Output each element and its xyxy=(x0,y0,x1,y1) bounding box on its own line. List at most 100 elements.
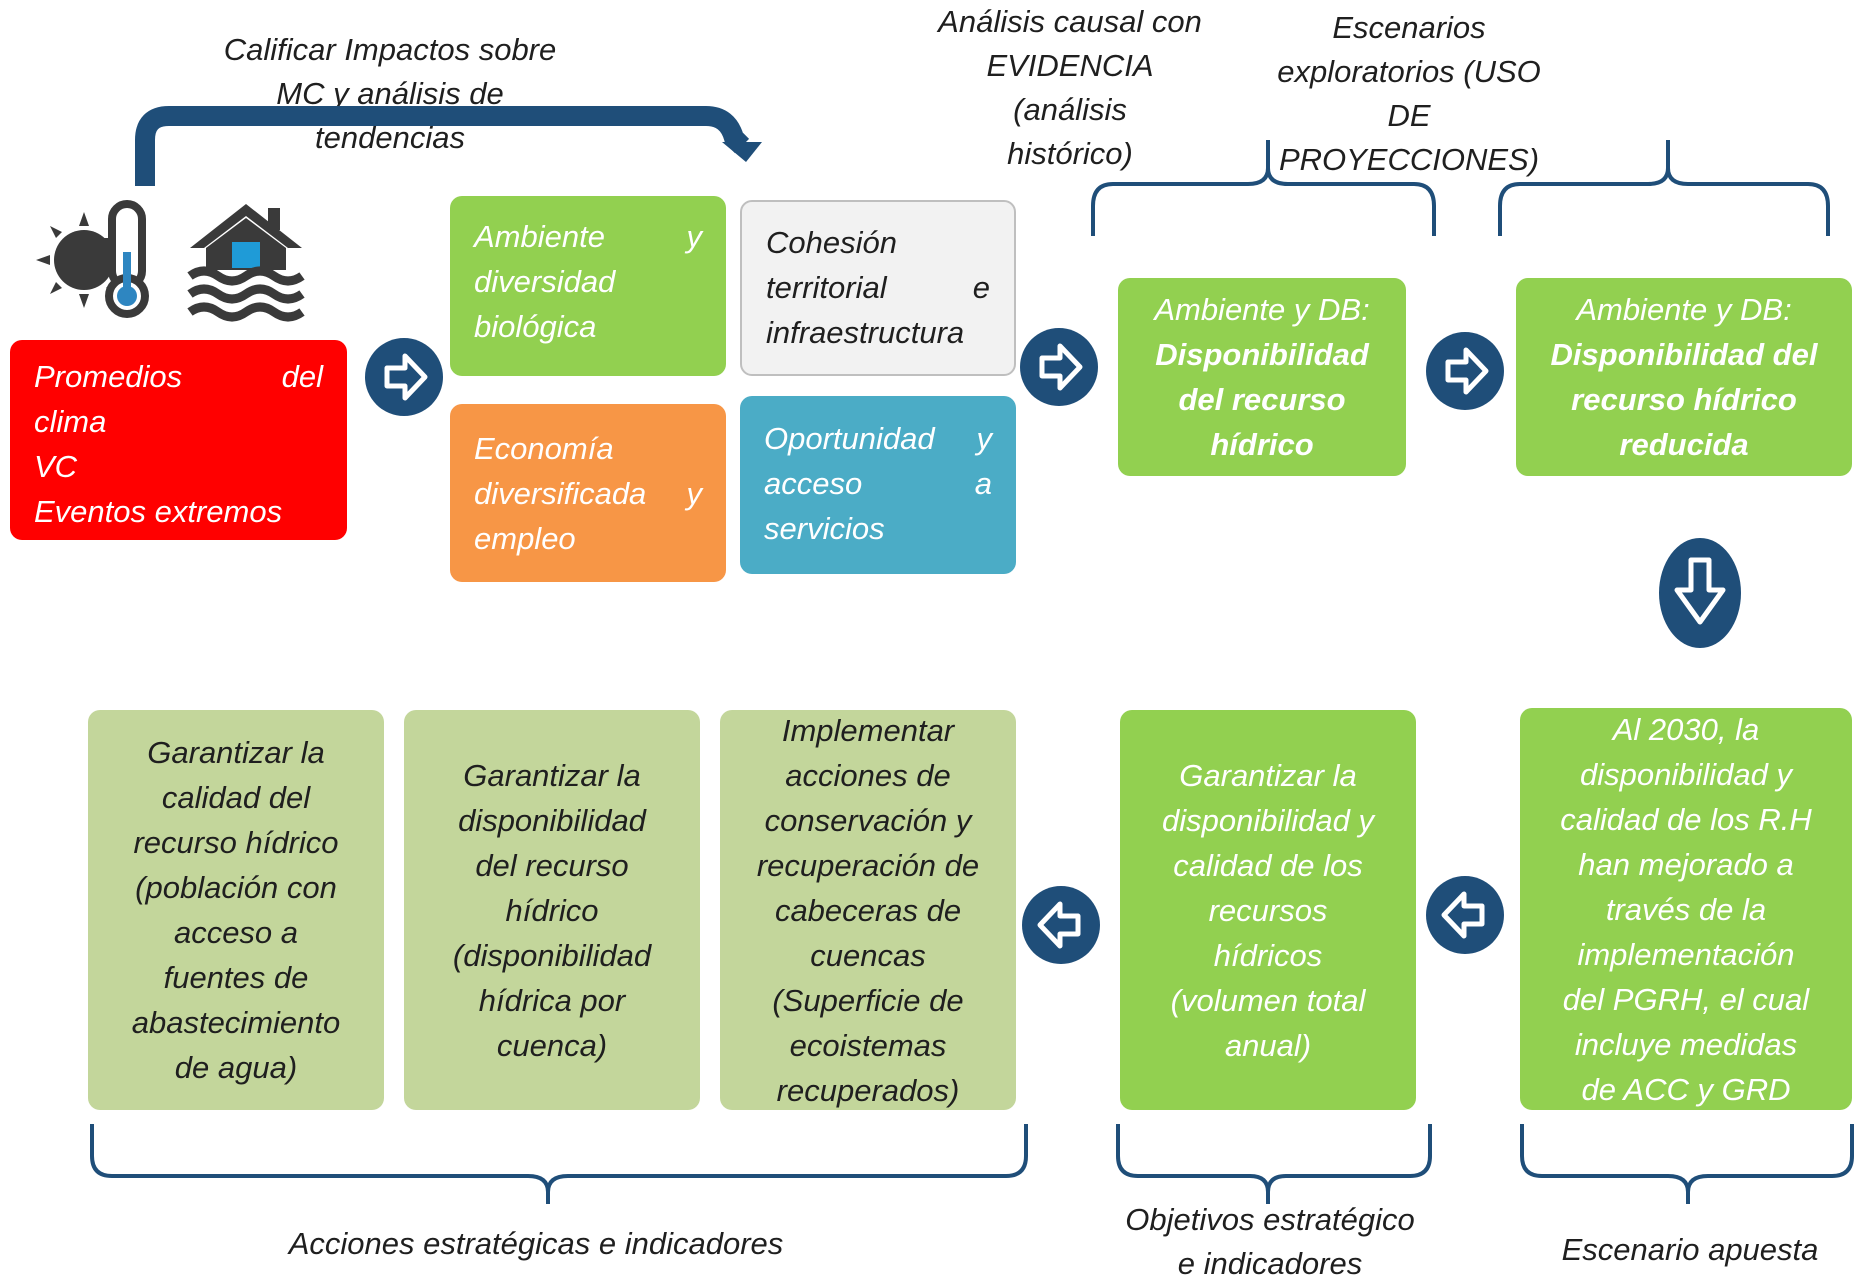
brace-scenarios xyxy=(1498,140,1830,236)
causal-label-line: EVIDENCIA (análisis xyxy=(986,48,1154,127)
scenario-result-bold-line: recurso hídrico xyxy=(1571,382,1797,417)
ambiente-line: diversidad xyxy=(474,264,616,299)
scenarios-label-line: exploratorios (USO DE xyxy=(1277,54,1541,133)
action1-line: fuentes de xyxy=(163,960,309,995)
arrow-left-icon xyxy=(1022,886,1100,964)
action1-line: recurso hídrico xyxy=(133,825,339,860)
arrow-right-icon xyxy=(1426,332,1504,410)
bet-line: implementación xyxy=(1577,936,1795,972)
bet-line: del PGRH, el cual xyxy=(1562,981,1810,1017)
oportunidad-word: Oportunidad xyxy=(764,421,935,456)
scenario-result-box: Ambiente y DB: Disponibilidad del recurs… xyxy=(1516,278,1852,476)
bent-arrow-head xyxy=(722,142,762,162)
objective-line: calidad de los xyxy=(1173,847,1363,883)
ambiente-box: Ambiente y diversidad biológica xyxy=(450,196,726,376)
action3-line: (Superficie de xyxy=(772,982,964,1018)
objectives-label-line: Objetivos estratégico xyxy=(1125,1202,1415,1237)
scenario-result-bold-line: reducida xyxy=(1619,427,1749,462)
sun-thermometer-icon xyxy=(36,200,149,318)
economia-line: diversificada y xyxy=(474,471,702,516)
climate-word: del xyxy=(281,359,323,394)
causal-label-line: histórico) xyxy=(1007,136,1133,171)
action3-line: recuperados) xyxy=(776,1072,960,1108)
economia-word: y xyxy=(686,476,703,511)
objective-line: Garantizar la xyxy=(1179,757,1357,793)
brace-causal xyxy=(1091,140,1436,236)
cohesion-word: territorial xyxy=(766,270,887,305)
exploratory-scenarios-label: Escenarios exploratorios (USO DE PROYECC… xyxy=(1256,6,1562,182)
climate-word: Promedios xyxy=(34,359,183,394)
climate-line: VC xyxy=(34,449,78,484)
objective-line: recursos xyxy=(1208,892,1328,928)
action-box-availability: Garantizar la disponibilidad del recurso… xyxy=(404,710,700,1110)
action2-line: cuenca) xyxy=(496,1027,608,1063)
flooded-house-icon xyxy=(187,204,305,322)
objective-line: disponibilidad y xyxy=(1162,802,1374,838)
causal-result-line: Ambiente y DB: xyxy=(1154,292,1370,327)
action3-line: ecoistemas xyxy=(789,1027,947,1063)
brace-actions xyxy=(90,1124,1028,1204)
bet-line: de ACC y GRD xyxy=(1581,1071,1791,1107)
scenarios-label-line: Escenarios xyxy=(1332,10,1486,45)
bet-line: disponibilidad y xyxy=(1580,756,1792,792)
bet-scenario-label: Escenario apuesta xyxy=(1540,1228,1840,1272)
action3-line: cabeceras de xyxy=(774,892,962,928)
scenarios-label-line: PROYECCIONES) xyxy=(1278,142,1540,177)
actions-label: Acciones estratégicas e indicadores xyxy=(180,1222,892,1266)
climate-line: Eventos extremos xyxy=(34,494,283,529)
action1-line: Garantizar la xyxy=(147,735,325,770)
cohesion-line: territorial e xyxy=(766,265,990,310)
causal-result-box: Ambiente y DB: Disponibilidad del recurs… xyxy=(1118,278,1406,476)
impact-arrow-label: Calificar Impactos sobre MC y análisis d… xyxy=(200,28,580,160)
economia-word: diversificada xyxy=(474,476,647,511)
cohesion-line: infraestructura xyxy=(766,315,965,350)
brace-bet xyxy=(1520,1124,1854,1204)
action1-line: (población con xyxy=(135,870,337,905)
ambiente-line: biológica xyxy=(474,309,597,344)
action3-line: Implementar xyxy=(781,712,955,748)
bet-label-text: Escenario apuesta xyxy=(1561,1232,1819,1267)
action2-line: (disponibilidad xyxy=(452,937,652,973)
objectives-label-line: e indicadores xyxy=(1177,1246,1363,1281)
causal-result-bold-line: del recurso xyxy=(1178,382,1346,417)
objective-line: anual) xyxy=(1224,1027,1312,1063)
ambiente-word: Ambiente xyxy=(474,219,605,254)
economia-line: empleo xyxy=(474,521,576,556)
causal-result-bold-line: Disponibilidad xyxy=(1155,337,1369,372)
action2-line: disponibilidad xyxy=(458,802,646,838)
oportunidad-word: acceso xyxy=(764,466,863,501)
action3-line: cuencas xyxy=(810,937,926,973)
actions-label-text: Acciones estratégicas e indicadores xyxy=(288,1226,784,1261)
action-box-conservation: Implementar acciones de conservación y r… xyxy=(720,710,1016,1110)
climate-line: Promedios del xyxy=(34,354,323,399)
action2-line: del recurso xyxy=(475,847,629,883)
oportunidad-line: servicios xyxy=(764,511,885,546)
bent-arrow xyxy=(135,106,750,186)
action2-line: hídrica por xyxy=(478,982,626,1018)
bet-line: calidad de los R.H xyxy=(1560,801,1812,837)
oportunidad-word: y xyxy=(976,421,993,456)
causal-label-line: Análisis causal con xyxy=(938,4,1202,39)
bet-line: han mejorado a xyxy=(1578,846,1794,882)
cohesion-box: Cohesión territorial e infraestructura xyxy=(740,200,1016,376)
scenario-result-bold-line: Disponibilidad del xyxy=(1550,337,1818,372)
ambiente-word: y xyxy=(686,219,703,254)
causal-analysis-label: Análisis causal con EVIDENCIA (análisis … xyxy=(928,0,1212,176)
objective-line: (volumen total xyxy=(1170,982,1366,1018)
bet-line: través de la xyxy=(1605,891,1767,927)
action1-line: abastecimiento xyxy=(131,1005,341,1040)
cohesion-line: Cohesión xyxy=(766,225,897,260)
action1-line: acceso a xyxy=(173,915,299,950)
oportunidad-word: a xyxy=(974,466,992,501)
action1-line: de agua) xyxy=(174,1050,298,1085)
arrow-left-icon xyxy=(1426,876,1504,954)
action3-line: recuperación de xyxy=(756,847,980,883)
ambiente-line: Ambiente y xyxy=(474,214,702,259)
brace-objectives xyxy=(1116,1124,1432,1204)
cohesion-word: e xyxy=(972,270,990,305)
bet-line: Al 2030, la xyxy=(1612,711,1760,747)
action2-line: hídrico xyxy=(505,892,599,928)
oportunidad-box: Oportunidad y acceso a servicios xyxy=(740,396,1016,574)
arrow-right-icon xyxy=(1020,328,1098,406)
